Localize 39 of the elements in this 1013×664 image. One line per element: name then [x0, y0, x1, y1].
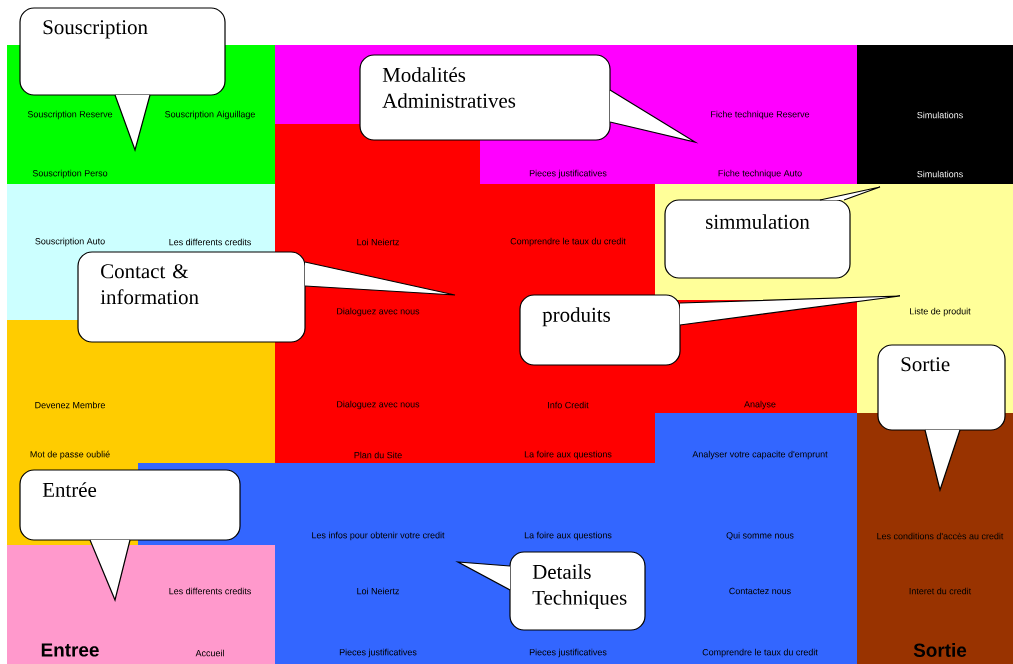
cell-label: Les infos pour obtenir votre credit — [312, 531, 445, 541]
cell-label: Liste de produit — [910, 307, 971, 317]
cell-label: Interet du credit — [909, 587, 972, 595]
cell-label: Accueil — [195, 649, 224, 657]
cell-label: Pieces justificatives — [529, 648, 607, 658]
cell-label: Comprendre le taux du credit — [702, 648, 818, 658]
cell-label: Analyse — [744, 400, 776, 410]
cell-label: Comprendre le taux du credit — [510, 237, 626, 247]
cell-label: Fiche technique Auto — [718, 169, 802, 179]
cell-label: Les conditions d'accès au credit — [877, 532, 1004, 540]
cell-label: Loi Neiertz — [357, 238, 399, 246]
cell-label: Souscription Perso — [32, 169, 108, 179]
speech-bubble: Modalités Administratives — [359, 54, 699, 144]
speech-bubble: Sortie — [877, 344, 1006, 493]
big-label: Entree — [41, 643, 99, 657]
cell-label: Dialoguez avec nous — [337, 307, 420, 317]
cell-label: Souscription Auto — [35, 237, 105, 247]
cell-label: Plan du Site — [354, 451, 402, 459]
cell-label: Qui somme nous — [726, 531, 794, 541]
cell-label: Les differents credits — [169, 238, 251, 246]
cell-label: La foire aux questions — [524, 450, 612, 460]
cell-label: Simulations — [917, 170, 963, 178]
big-label: Sortie — [913, 643, 967, 657]
cell-label: Contactez nous — [729, 587, 791, 595]
cell-label: Pieces justificatives — [339, 648, 417, 658]
speech-bubble: Details Techniques — [455, 551, 646, 631]
cell-label: Devenez Membre — [35, 401, 105, 409]
speech-bubble: produits — [519, 294, 901, 366]
cell-label: Souscription Reserve — [27, 110, 113, 120]
cell-label: Mot de passe oublié — [30, 450, 110, 460]
cell-label: Loi Neiertz — [357, 587, 399, 595]
cell-label: Analyser votre capacite d'emprunt — [692, 450, 828, 460]
cell-label: Simulations — [917, 111, 963, 119]
speech-bubble: simmulation — [664, 186, 881, 279]
cell-label: Fiche technique Reserve — [711, 110, 810, 120]
cell-label: Info Credit — [548, 401, 589, 409]
cell-label: Pieces justificatives — [529, 169, 607, 179]
cell-label: La foire aux questions — [524, 531, 612, 541]
cell-label: Dialoguez avec nous — [337, 400, 420, 410]
